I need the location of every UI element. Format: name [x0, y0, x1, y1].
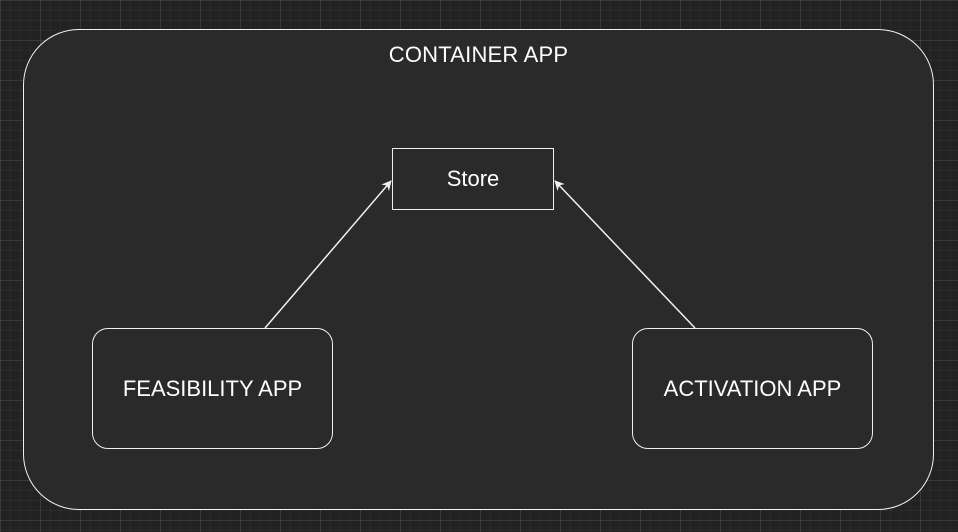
- activation-app-label: ACTIVATION APP: [663, 375, 842, 401]
- feasibility-app-box[interactable]: FEASIBILITY APP: [92, 328, 333, 449]
- store-box[interactable]: Store: [392, 148, 554, 210]
- feasibility-app-label: FEASIBILITY APP: [122, 375, 303, 401]
- container-app-label: CONTAINER APP: [388, 42, 569, 67]
- activation-app-box[interactable]: ACTIVATION APP: [632, 328, 873, 449]
- store-label: Store: [446, 166, 500, 191]
